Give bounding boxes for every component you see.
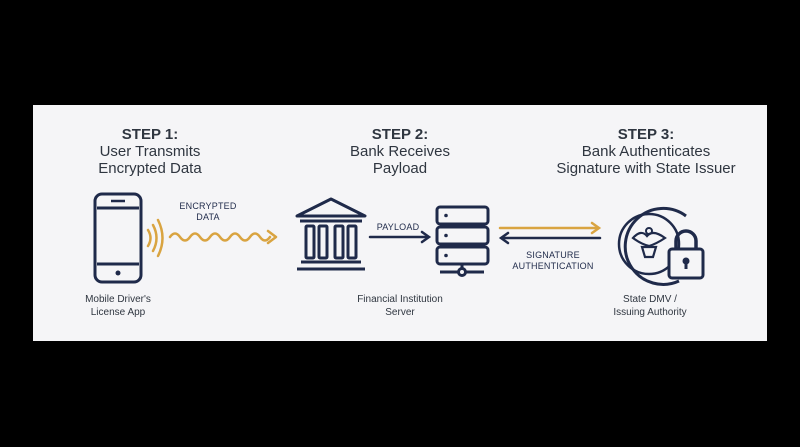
dmv-caption-line2: Issuing Authority — [613, 307, 687, 318]
phone-caption-line2: License App — [90, 307, 146, 318]
step-3-line2: Signature with State Issuer — [556, 160, 736, 177]
signature-label-line2: AUTHENTICATION — [512, 261, 594, 271]
phone-caption: Mobile Driver's License App — [58, 293, 178, 319]
encrypted-data-arrow — [168, 229, 278, 245]
step-2-line2: Payload — [372, 160, 428, 177]
bank-caption-line1: Financial Institution — [357, 294, 443, 305]
step-2-title: STEP 2: — [371, 126, 429, 143]
dmv-caption: State DMV / Issuing Authority — [590, 293, 710, 319]
step-2-line1: Bank Receives — [349, 143, 451, 160]
payload-arrow — [368, 230, 432, 244]
step-1-line2: Encrypted Data — [98, 160, 202, 177]
step-3-title: STEP 3: — [617, 126, 675, 143]
bank-caption-line2: Server — [385, 307, 415, 318]
diagram-panel — [33, 105, 767, 341]
encrypted-label-line2: DATA — [196, 212, 220, 222]
signature-authentication-label: SIGNATURE AUTHENTICATION — [503, 250, 603, 272]
step-1-line1: User Transmits — [99, 143, 201, 160]
encrypted-label-line1: ENCRYPTED — [179, 201, 237, 211]
encrypted-data-label: ENCRYPTED DATA — [168, 201, 248, 223]
step-3-heading: STEP 3: Bank Authenticates Signature wit… — [536, 126, 756, 177]
bank-caption: Financial Institution Server — [330, 293, 470, 319]
wireless-signal-icon — [146, 218, 164, 258]
signature-authentication-arrow — [498, 231, 602, 245]
phone-caption-line1: Mobile Driver's — [85, 294, 151, 305]
step-1-heading: STEP 1: User Transmits Encrypted Data — [60, 126, 240, 177]
step-2-heading: STEP 2: Bank Receives Payload — [310, 126, 490, 177]
smartphone-icon — [93, 192, 143, 284]
step-1-title: STEP 1: — [121, 126, 179, 143]
dmv-caption-line1: State DMV / — [623, 294, 677, 305]
server-rack-icon — [435, 205, 490, 277]
step-3-line1: Bank Authenticates — [581, 143, 711, 160]
request-arrow — [498, 221, 602, 235]
payload-label: PAYLOAD — [376, 222, 420, 232]
bank-building-icon — [295, 197, 367, 271]
signature-label-line1: SIGNATURE — [526, 250, 580, 260]
padlock-icon — [667, 229, 705, 280]
state-seal-icon — [617, 206, 687, 286]
